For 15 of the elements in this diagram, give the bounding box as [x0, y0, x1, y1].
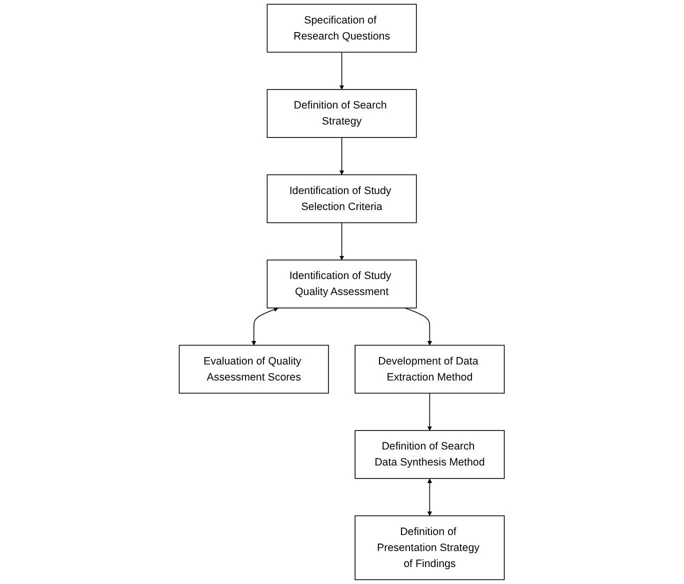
arrow — [252, 307, 279, 346]
node-box: Identification of Study Quality Assessment — [267, 260, 417, 308]
arrow — [428, 392, 432, 431]
arrow — [340, 137, 344, 175]
arrow — [340, 52, 344, 90]
node-box: Specification of Research Questions — [267, 4, 417, 53]
node-box: Development of Data Extraction Method — [354, 344, 505, 394]
node-box: Definition of Search Data Synthesis Method — [354, 430, 505, 479]
node-box: Definition of Search Strategy — [267, 89, 417, 138]
node-box: Definition of Presentation Strategy of Findings — [354, 515, 505, 580]
node-box: Identification of Study Selection Criteria — [267, 174, 417, 224]
node-box: Evaluation of Quality Assessment Scores — [179, 344, 330, 394]
arrow — [340, 222, 344, 260]
arrow — [404, 308, 432, 346]
arrow — [428, 478, 432, 516]
